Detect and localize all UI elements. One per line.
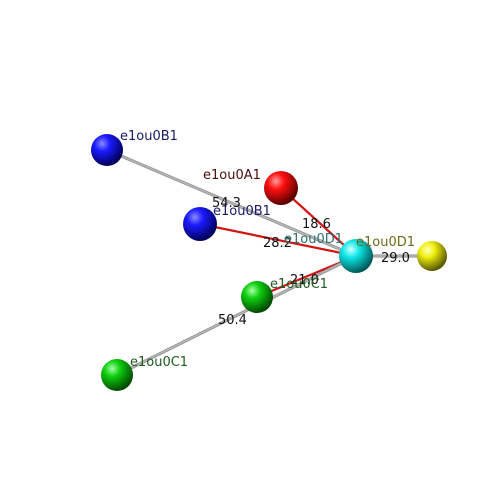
distance-label: 29.0	[381, 251, 410, 266]
atom-label: e1ou0B1	[213, 204, 271, 219]
red-sphere-icon	[264, 171, 298, 205]
distance-label: 28.2	[263, 236, 292, 251]
green-sphere-icon	[101, 359, 133, 391]
green-sphere-icon	[241, 281, 273, 313]
bond-line	[199, 222, 357, 258]
atom-label: e1ou0C1	[270, 277, 328, 292]
yellow-sphere-icon	[417, 241, 447, 271]
atom-label: e1ou0B1	[120, 129, 178, 144]
distance-label: 54.3	[212, 196, 241, 211]
atoms-layer	[91, 134, 447, 391]
blue-sphere-icon	[91, 134, 123, 166]
cyan-sphere-icon	[339, 239, 373, 273]
distance-label: 50.4	[218, 313, 247, 328]
atom-label: e1ou0D1	[284, 232, 343, 247]
bond-line	[106, 149, 357, 257]
labels-layer: 54.3 18.6 28.2 29.0 21.0 50.4 e1ou0B1 e1ou0A1 e1…	[120, 129, 415, 370]
atom-label: e1ou0A1	[203, 168, 261, 183]
bond-line	[116, 255, 357, 376]
distance-label: 18.6	[302, 217, 331, 232]
distance-label: 21.0	[290, 273, 319, 288]
blue-sphere-icon	[183, 207, 217, 241]
atom-label: e1ou0C1	[130, 355, 188, 370]
atom-label: e1ou0D1	[356, 235, 415, 250]
